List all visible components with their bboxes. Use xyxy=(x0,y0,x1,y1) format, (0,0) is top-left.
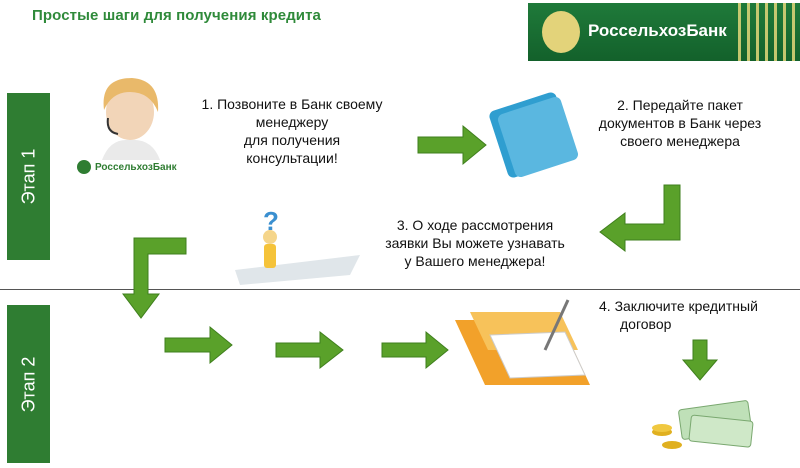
step-2-text: 2. Передайте пакет документов в Банк чер… xyxy=(573,96,787,150)
arrow-flow-3 xyxy=(381,330,449,370)
folder-icon xyxy=(489,92,579,178)
step-1-line-1: 1. Позвоните в Банк своему xyxy=(201,96,383,112)
small-bank-name: РоссельхозБанк xyxy=(95,161,177,173)
small-bank-logo: РоссельхозБанк xyxy=(77,160,177,174)
svg-text:?: ? xyxy=(263,206,279,236)
arrows xyxy=(122,124,719,381)
operator-icon xyxy=(102,78,160,160)
arrow-step2-to-step3 xyxy=(599,184,681,253)
step-4-line-2: договор xyxy=(620,316,672,332)
signing-folder-icon xyxy=(455,299,590,385)
step-1-text: 1. Позвоните в Банк своему менеджеру для… xyxy=(174,95,410,167)
question-person-icon: ? xyxy=(235,206,360,285)
money-icon xyxy=(652,400,754,449)
arrow-step3-to-stage2 xyxy=(122,237,187,319)
step-2-line-3: своего менеджера xyxy=(620,133,740,149)
step-1-line-4: консультации! xyxy=(246,150,338,166)
arrow-flow-2 xyxy=(275,330,344,370)
step-3-text: 3. О ходе рассмотрения заявки Вы можете … xyxy=(355,216,595,270)
bank-logo-text: РоссельхозБанк xyxy=(588,21,727,40)
bank-emblem-icon xyxy=(542,11,580,53)
stage-divider xyxy=(0,289,800,290)
stage-2-label: Этап 2 xyxy=(7,305,50,463)
step-2-line-2: документов в Банк через xyxy=(598,115,762,131)
logo-stripes xyxy=(738,3,800,61)
arrow-step1-to-step2 xyxy=(417,124,487,166)
stage-1-label: Этап 1 xyxy=(7,93,50,260)
page-title: Простые шаги для получения кредита xyxy=(32,7,321,24)
step-3-line-2: заявки Вы можете узнавать xyxy=(385,235,565,251)
step-3-line-1: 3. О ходе рассмотрения xyxy=(396,217,554,233)
step-1-line-3: для получения xyxy=(243,132,341,148)
arrow-flow-1 xyxy=(164,325,233,365)
step-4-text: 4. Заключите кредитный договор xyxy=(599,297,799,333)
step-4-line-1: 4. Заключите кредитный xyxy=(599,298,758,314)
arrow-step4-down xyxy=(681,339,719,381)
step-1-line-2: менеджеру xyxy=(255,114,329,130)
small-bank-emblem-icon xyxy=(77,160,91,174)
step-2-line-1: 2. Передайте пакет xyxy=(617,97,743,113)
step-3-line-3: у Вашего менеджера! xyxy=(404,253,546,269)
bank-logo: РоссельхозБанк xyxy=(528,3,800,61)
